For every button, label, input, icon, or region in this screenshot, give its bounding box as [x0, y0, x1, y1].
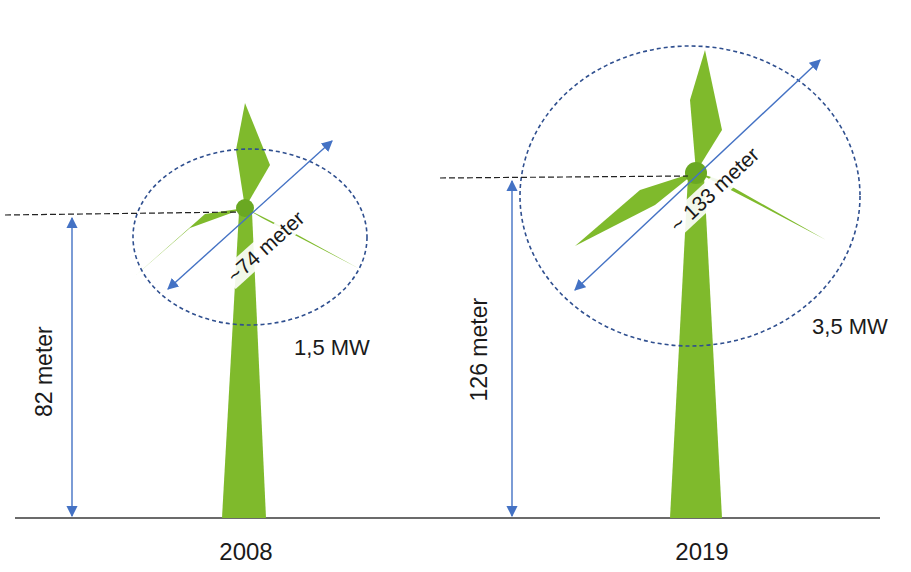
power-rating: 3,5 MW	[809, 315, 891, 339]
diameter-dimension: ~74 meter	[221, 205, 312, 290]
ground-line	[15, 517, 880, 519]
power-rating: 1,5 MW	[291, 336, 373, 360]
height-dimension: 82 meter	[31, 324, 56, 421]
turbine-2008	[5, 103, 367, 518]
turbine-2019	[440, 46, 860, 518]
height-dimension: 126 meter	[467, 295, 492, 405]
year-label: 2008	[216, 539, 275, 565]
year-label: 2019	[672, 539, 731, 565]
diameter-dimension: ~ 133 meter	[663, 141, 766, 239]
